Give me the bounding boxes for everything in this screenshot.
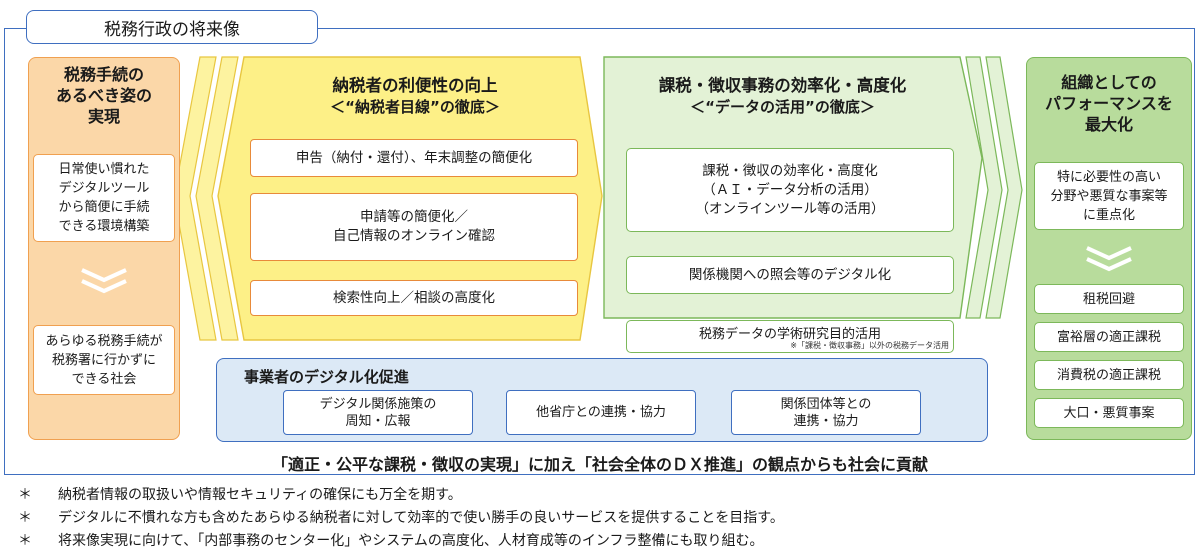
note-2-text: デジタルに不慣れな方も含めたあらゆる納税者に対して効率的で使い勝手の良いサービス…: [58, 510, 784, 526]
note-3: ＊ 将来像実現に向けて、「内部事務のセンター化」やシステムの高度化、人材育成等のイ…: [18, 530, 763, 550]
right-item-tax-avoidance: 租税回避: [1034, 284, 1184, 314]
business-item-publicity: デジタル関係施策の 周知・広報: [283, 390, 473, 435]
left-box1-line-1: 日常使い慣れた: [58, 162, 150, 177]
right-item-consumption-tax: 消費税の適正課税: [1034, 360, 1184, 390]
right-box1-line-3: に重点化: [1082, 207, 1135, 223]
left-box1-line-4: できる環境構築: [58, 219, 150, 234]
right-box1-line-2: 分野や悪質な事案等: [1050, 188, 1168, 204]
left-heading-line-3: 実現: [87, 107, 120, 126]
left-column-heading: 税務手続の あるべき姿の 実現: [28, 64, 180, 127]
right-heading-line-1: 組織としての: [1061, 73, 1157, 92]
business-item1-line-2: 周知・広報: [345, 413, 411, 429]
note-1-mark: ＊: [18, 487, 32, 503]
left-box-tax-society: あらゆる税務手続が 税務署に行かずに できる社会: [33, 325, 175, 395]
item-inquiry-line-1: 関係機関への照会等のデジタル化: [688, 266, 892, 283]
note-2-mark: ＊: [18, 510, 32, 526]
right-box1-line-1: 特に必要性の高い: [1056, 169, 1161, 185]
outer-frame: [4, 28, 1195, 475]
item-efficiency-line-1: 課税・徴収の効率化・高度化: [702, 162, 878, 179]
convenience-subheading: ＜“納税者目線”の徹底＞: [330, 98, 500, 116]
left-heading-line-1: 税務手続の: [63, 65, 144, 84]
efficiency-heading: 課税・徴収事務の効率化・高度化: [658, 76, 907, 95]
bottom-statement: 「適正・公平な課税・徴収の実現」に加え「社会全体のＤＸ推進」の観点からも社会に貢…: [271, 455, 928, 474]
left-box2-line-1: あらゆる税務手続が: [45, 333, 163, 349]
double-chevron-down-icon: [81, 268, 127, 294]
right-column-heading: 組織としての パフォーマンスを 最大化: [1026, 72, 1192, 135]
right-heading-line-3: 最大化: [1084, 115, 1133, 134]
item-academic-research: 税務データの学術研究目的活用 ※「課税・徴収事務」以外の税務データ活用: [626, 320, 954, 353]
business-item-ministry-cooperation: 他省庁との連携・協力: [506, 390, 696, 435]
left-box2-line-2: 税務署に行かずに: [51, 352, 156, 368]
right-chevron-strip-1: [965, 56, 1003, 319]
item-tax-collection-efficiency: 課税・徴収の効率化・高度化 （ＡＩ・データ分析の活用） （オンラインツール等の活…: [626, 148, 954, 232]
item-search-line-1: 検索性向上／相談の高度化: [333, 289, 495, 306]
research-box-label: 税務データの学術研究目的活用: [698, 327, 881, 342]
note-3-text: 将来像実現に向けて、「内部事務のセンター化」やシステムの高度化、人材育成等のイン…: [58, 533, 764, 549]
item-search-consultation: 検索性向上／相談の高度化: [250, 280, 578, 316]
business-item1-line-1: デジタル関係施策の: [319, 396, 437, 412]
note-3-mark: ＊: [18, 533, 32, 549]
right-box-priority-focus: 特に必要性の高い 分野や悪質な事案等 に重点化: [1034, 162, 1184, 230]
business-digitalization-heading: 事業者のデジタル化促進: [244, 368, 409, 386]
business-item-organization-cooperation: 関係団体等との 連携・協力: [731, 390, 921, 435]
left-box-digital-tools: 日常使い慣れた デジタルツール から簡便に手続 できる環境構築: [33, 154, 175, 242]
right-heading-line-2: パフォーマンスを: [1045, 94, 1173, 113]
left-box2-line-3: できる社会: [71, 371, 137, 387]
note-2: ＊ デジタルに不慣れな方も含めたあらゆる納税者に対して効率的で使い勝手の良いサービ…: [18, 507, 784, 527]
note-1: ＊ 納税者情報の取扱いや情報セキュリティの確保にも万全を期す。: [18, 484, 462, 504]
left-box1-line-2: デジタルツール: [58, 181, 150, 196]
item-application-line-1: 申請等の簡便化／: [360, 209, 468, 225]
left-box1-line-3: から簡便に手続: [58, 200, 150, 215]
item-filing-line-1: 申告（納付・還付）、年末調整の簡便化: [295, 149, 533, 166]
left-heading-line-2: あるべき姿の: [55, 86, 152, 105]
right-item-large-malicious-cases: 大口・悪質事案: [1034, 398, 1184, 428]
right-chevron-strip-2: [985, 56, 1023, 319]
item-application-simplification: 申請等の簡便化／ 自己情報のオンライン確認: [250, 193, 578, 261]
convenience-heading: 納税者の利便性の向上: [332, 76, 498, 95]
business-item2-line-1: 他省庁との連携・協力: [536, 405, 666, 420]
item-filing-simplification: 申告（納付・還付）、年末調整の簡便化: [250, 139, 578, 177]
double-chevron-down-icon: [1086, 246, 1132, 272]
item-agency-inquiry-digitalization: 関係機関への照会等のデジタル化: [626, 256, 954, 294]
item-application-line-2: 自己情報のオンライン確認: [333, 228, 495, 244]
page-title: 税務行政の将来像: [26, 10, 318, 44]
item-efficiency-line-2: （ＡＩ・データ分析の活用）: [702, 181, 878, 198]
business-item3-line-2: 連携・協力: [793, 413, 859, 429]
business-item3-line-1: 関係団体等との: [780, 396, 872, 412]
note-1-text: 納税者情報の取扱いや情報セキュリティの確保にも万全を期す。: [58, 487, 462, 503]
left-chevron-strip-2: [195, 56, 239, 341]
research-box-note: ※「課税・徴収事務」以外の税務データ活用: [790, 341, 949, 350]
item-efficiency-line-3: （オンラインツール等の活用）: [695, 200, 885, 217]
right-item-wealthy-taxation: 富裕層の適正課税: [1034, 322, 1184, 352]
efficiency-subheading: ＜“データの活用”の徹底＞: [690, 98, 875, 116]
